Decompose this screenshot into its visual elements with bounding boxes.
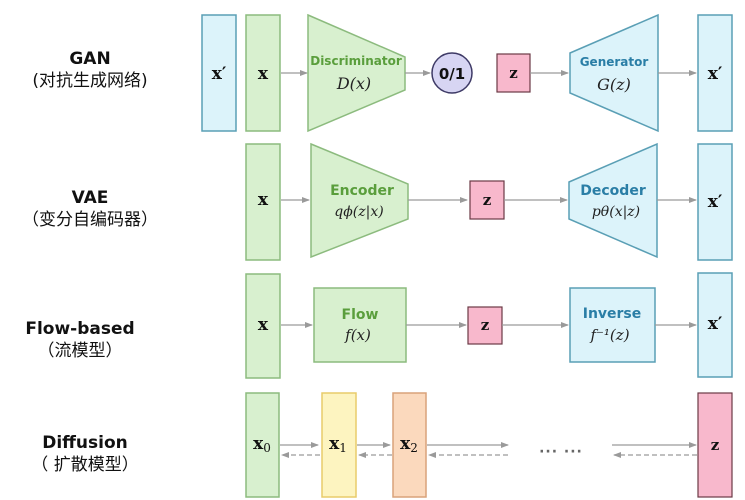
flow-input-sample-label: x [258,315,269,335]
x0-box [245,392,280,498]
x1-box [321,392,357,498]
vae-title: VAE [71,188,109,208]
x1-subscript: 1 [339,441,347,455]
vae-row: x Encoder qϕ(z|x) z Decoder pθ(x|z) x′ [245,142,733,261]
inverse-function: f⁻¹(z) [589,326,629,344]
discriminator-block [307,13,406,133]
discriminator-function: D(x) [336,74,371,93]
ellipsis: ··· ··· [539,444,583,460]
flow-row-label: Flow-based （流模型） [0,318,170,362]
gan-title: GAN [69,49,111,69]
vae-input-sample-box [245,143,281,261]
vae-output-sample-box [697,143,733,261]
flow-latent-label: z [481,316,490,334]
diffusion-title: Diffusion [42,433,128,453]
x0-label: x0 [253,434,271,455]
inverse-label: Inverse [583,306,642,322]
gan-output-sample-box [201,14,237,132]
discriminator-label: Discriminator [310,54,402,68]
x2-label: x2 [400,434,418,455]
gan-input-sample-label: x [258,64,269,84]
gan-row-label: GAN (对抗生成网络) [0,48,180,92]
flow-subtitle: （流模型） [37,341,123,361]
decoder-label: Decoder [580,183,646,199]
diffusion-row-label: Diffusion （ 扩散模型） [0,432,175,476]
decision-label: 0/1 [439,65,465,83]
encoder-function: qϕ(z|x) [334,204,383,220]
flow-latent-box [467,306,503,345]
x2-subscript: 2 [410,441,418,455]
inverse-block [569,287,656,363]
x1-main: x [329,434,340,454]
gan-input-sample-box [245,14,281,132]
flow-block [313,287,407,363]
diffusion-latent-label: z [711,436,720,454]
decoder-block [568,142,658,259]
x0-main: x [253,434,264,454]
flow-row: x Flow f(x) z Inverse f⁻¹(z) x′ [245,272,733,379]
x1-label: x1 [329,434,347,455]
generator-label: Generator [580,55,649,69]
flow-output-sample-box [697,272,733,378]
vae-subtitle: （变分自编码器） [22,210,158,230]
flow-function: f(x) [344,326,371,344]
gan-row: x′ x Discriminator D(x) 0/1 z Generator … [201,13,733,133]
x2-box [392,392,427,498]
gan-output-sample-label: x′ [212,64,227,84]
gan-latent-label: z [509,64,518,82]
diffusion-latent-box [697,392,733,498]
vae-input-sample-label: x [258,190,269,210]
vae-output-sample-label: x′ [708,192,723,212]
flow-input-sample-box [245,273,281,379]
x0-subscript: 0 [263,441,271,455]
gan-subtitle: (对抗生成网络) [32,71,148,91]
encoder-label: Encoder [330,183,394,199]
flow-label: Flow [342,307,379,323]
vae-latent-label: z [483,191,492,209]
decision-node [431,52,473,94]
diffusion-subtitle: （ 扩散模型） [31,455,139,475]
x2-main: x [400,434,411,454]
diffusion-row: x0 x1 x2 ··· ··· z [245,392,733,498]
gan-generated-sample-box [697,14,733,132]
decoder-function: pθ(x|z) [592,204,640,220]
generator-block [569,13,659,133]
encoder-block [310,142,409,259]
generator-function: G(z) [597,75,631,94]
gan-generated-sample-label: x′ [708,64,723,84]
vae-row-label: VAE （变分自编码器） [0,187,180,231]
flow-title: Flow-based [25,319,135,339]
flow-output-sample-label: x′ [708,314,723,334]
